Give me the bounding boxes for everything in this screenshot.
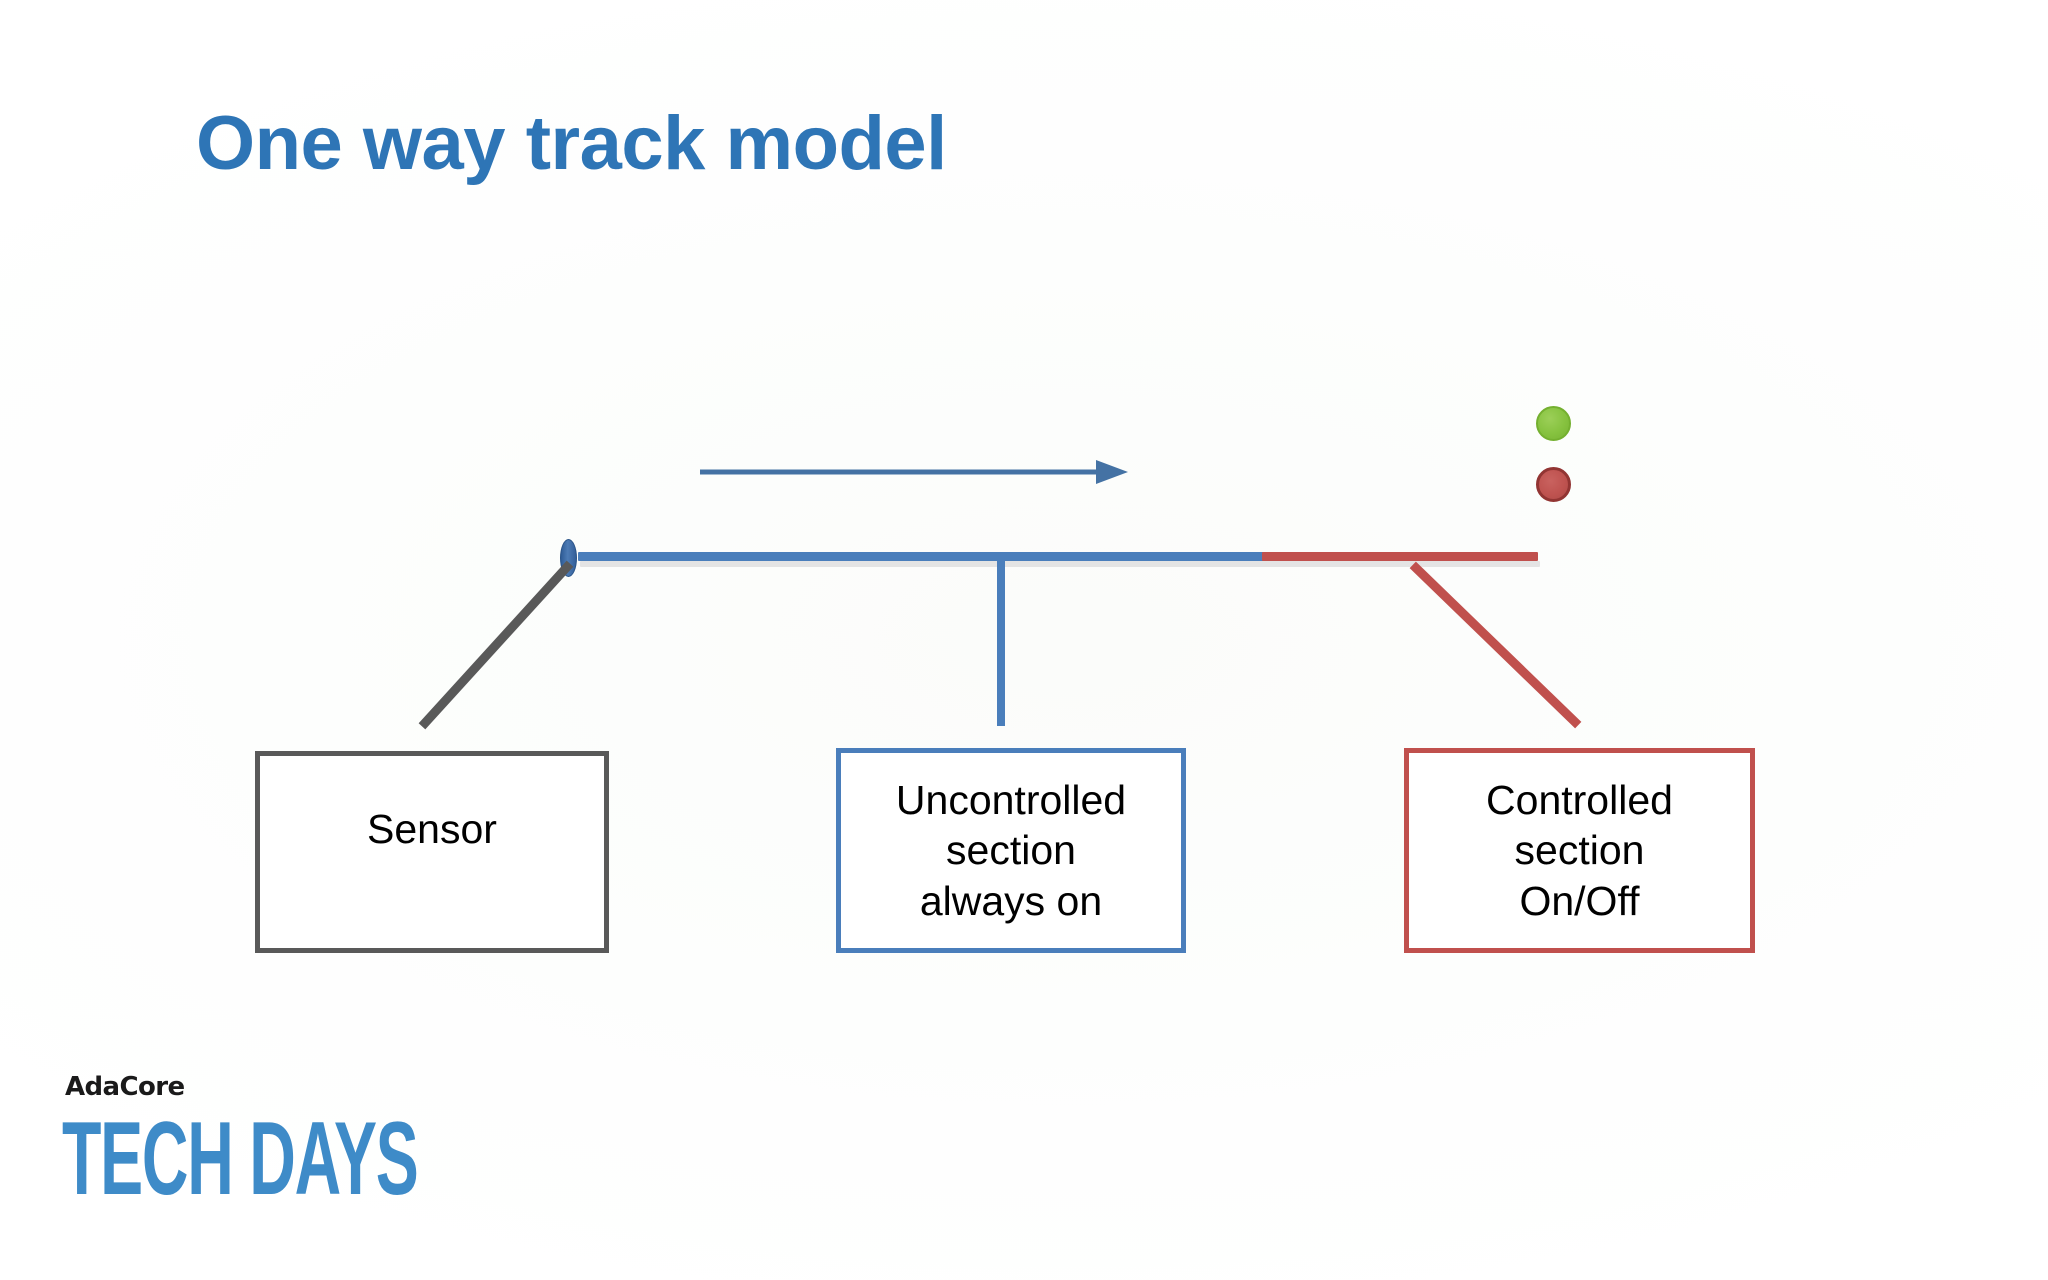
sensor-box[interactable]: Sensor	[255, 751, 609, 953]
red-light-icon	[1536, 467, 1571, 502]
controlled-connector-line	[1409, 561, 1582, 729]
uncontrolled-box-label: Uncontrolled section always on	[896, 775, 1126, 925]
uncontrolled-box-line-3: always on	[919, 877, 1103, 924]
direction-arrow-icon	[700, 452, 1130, 492]
tech-days-wordmark: TECH DAYS	[62, 1101, 419, 1217]
uncontrolled-box-line-1: Uncontrolled	[895, 777, 1127, 824]
sensor-connector-line	[418, 560, 574, 730]
uncontrolled-connector-line	[997, 561, 1005, 726]
sensor-box-label: Sensor	[367, 804, 497, 854]
uncontrolled-box-line-2: section	[946, 827, 1076, 874]
sensor-box-line-1: Sensor	[367, 806, 497, 852]
controlled-section-box[interactable]: Controlled section On/Off	[1404, 748, 1755, 953]
controlled-box-line-3: On/Off	[1519, 877, 1640, 924]
track-uncontrolled-segment	[578, 552, 1264, 561]
controlled-box-label: Controlled section On/Off	[1486, 775, 1673, 925]
adacore-tech-days-logo: AdaCore TECH DAYS	[62, 1072, 422, 1232]
page-title: One way track model	[196, 101, 947, 186]
green-light-icon	[1536, 406, 1571, 441]
track-shadow	[580, 561, 1540, 567]
controlled-box-line-2: section	[1514, 827, 1645, 874]
track-controlled-segment	[1262, 552, 1538, 561]
uncontrolled-section-box[interactable]: Uncontrolled section always on	[836, 748, 1186, 953]
adacore-wordmark: AdaCore	[65, 1072, 185, 1102]
controlled-box-line-1: Controlled	[1486, 777, 1673, 824]
